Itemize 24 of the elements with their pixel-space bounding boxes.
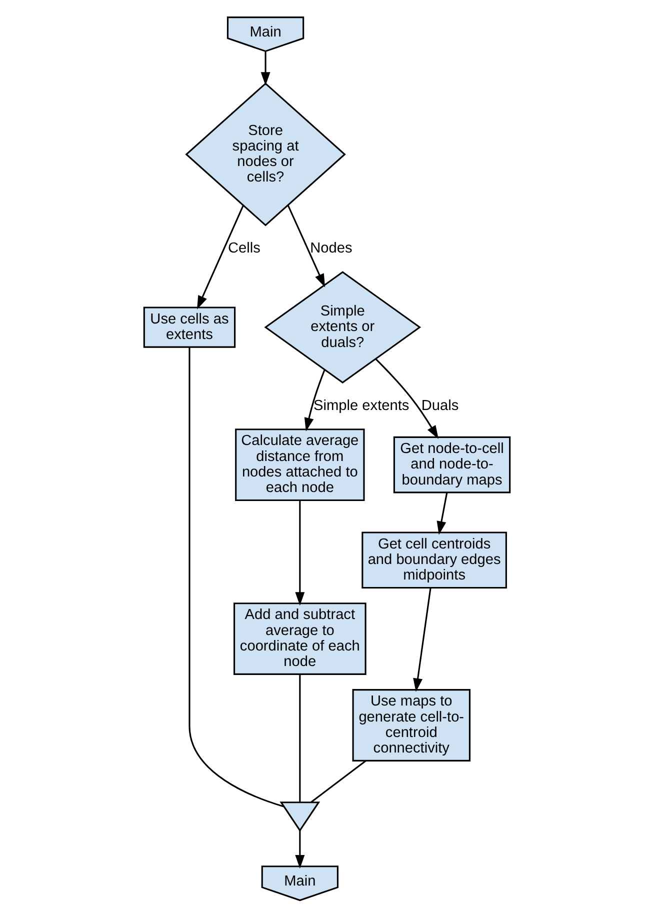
connector <box>188 346 284 807</box>
connector <box>310 760 366 802</box>
arrow <box>374 358 438 439</box>
arrow <box>196 204 244 309</box>
arrow <box>304 369 325 431</box>
node-box: Add and subtract average to coordinate of each node <box>233 602 366 674</box>
arrow <box>286 204 325 287</box>
arrow <box>436 492 448 534</box>
arrow <box>260 51 270 86</box>
connector <box>298 674 300 802</box>
arrow <box>294 830 304 868</box>
edge-label: Nodes <box>310 240 352 256</box>
node-box: Calculate average distance from nodes attached to each node <box>234 428 364 501</box>
edge-label: Simple extents <box>313 397 409 414</box>
arrow <box>412 588 431 692</box>
edge-label: Duals <box>420 397 458 414</box>
node-box: Get node-to-cell and node-to-boundary maps <box>392 436 510 493</box>
edge-label: Cells <box>227 240 260 256</box>
node-triangle <box>279 801 320 832</box>
node-box: Use cells as extents <box>142 306 236 348</box>
node-box: Use maps to generate cell-to-centroid connectivity <box>352 688 470 761</box>
node-diamond: Store spacing at nodes or cells? <box>184 82 346 226</box>
arrow <box>294 500 304 606</box>
node-box: Get cell centroids and boundary edges midpoints <box>361 531 506 588</box>
